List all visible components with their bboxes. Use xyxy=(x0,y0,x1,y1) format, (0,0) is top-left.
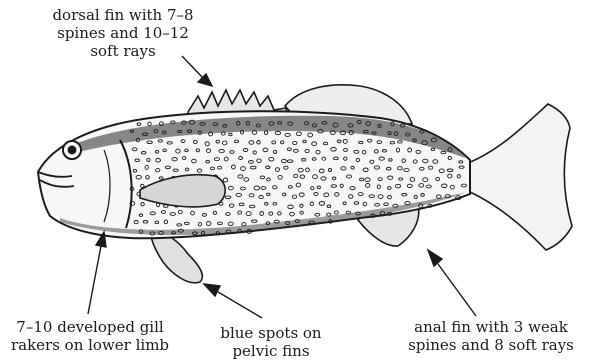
gill-arrow-line xyxy=(88,246,101,314)
dorsal-label-line-1: dorsal fin with 7–8 xyxy=(18,6,228,24)
pupil xyxy=(68,146,77,155)
pelvic-label-line-2: pelvic fins xyxy=(206,342,336,360)
anal-arrow-head xyxy=(428,250,442,266)
dorsal-fin-label: dorsal fin with 7–8 spines and 10–12 sof… xyxy=(18,6,228,60)
anal-label-line-2: spines and 8 soft rays xyxy=(396,336,586,354)
anal-label-line-1: anal fin with 3 weak xyxy=(396,318,586,336)
dorsal-label-line-2: spines and 10–12 xyxy=(18,24,228,42)
dorsal-label-line-3: soft rays xyxy=(18,42,228,60)
pelvic-spots-label: blue spots on pelvic fins xyxy=(206,324,336,360)
gill-rakers-label: 7–10 developed gill rakers on lower limb xyxy=(2,318,178,354)
pelvic-arrow-line xyxy=(218,292,262,318)
gill-label-line-1: 7–10 developed gill xyxy=(2,318,178,336)
anal-fin-label: anal fin with 3 weak spines and 8 soft r… xyxy=(396,318,586,354)
gill-label-line-2: rakers on lower limb xyxy=(2,336,178,354)
pelvic-arrow-head xyxy=(204,284,220,296)
caudal-fin xyxy=(468,104,572,250)
anal-arrow-line xyxy=(438,264,476,316)
pelvic-label-line-1: blue spots on xyxy=(206,324,336,342)
